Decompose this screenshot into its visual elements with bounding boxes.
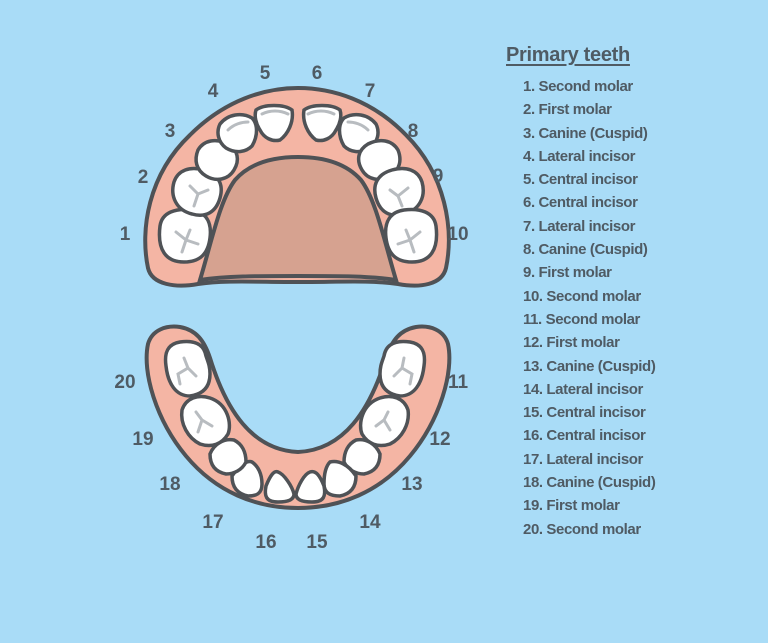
- upper-number-labels: 1 2 3 4 5 6 7 8 9 10: [120, 63, 469, 245]
- label-20: 20: [114, 372, 135, 393]
- tooth-10-groove-icon: [396, 228, 422, 254]
- tooth-15: [294, 469, 327, 504]
- label-11: 11: [448, 372, 469, 393]
- legend-item: 19. First molar: [523, 497, 620, 515]
- tooth-4-ridge-icon: [226, 120, 250, 132]
- label-18: 18: [159, 474, 180, 495]
- label-19: 19: [132, 429, 153, 450]
- legend-item: 10. Second molar: [523, 287, 641, 305]
- upper-teeth: [157, 103, 439, 264]
- legend-item: 2. First molar: [523, 101, 612, 119]
- legend-list: 1. Second molar 2. First molar 3. Canine…: [506, 75, 656, 541]
- label-8: 8: [408, 121, 419, 142]
- label-10: 10: [447, 224, 468, 245]
- legend-item: 14. Lateral incisor: [523, 380, 643, 398]
- tooth-4: [216, 112, 259, 154]
- label-4: 4: [208, 81, 219, 102]
- lower-teeth: [163, 339, 427, 504]
- legend-item: 12. First molar: [523, 334, 620, 352]
- tooth-5-ridge-icon: [260, 109, 290, 116]
- label-6: 6: [312, 63, 323, 84]
- tooth-20-groove-icon: [176, 356, 198, 386]
- legend-item: 9. First molar: [523, 264, 612, 282]
- label-9: 9: [433, 166, 444, 187]
- legend-item: 20. Second molar: [523, 520, 641, 538]
- legend-item: 6. Central incisor: [523, 194, 638, 212]
- legend-item: 11. Second molar: [523, 310, 640, 328]
- tooth-1: [157, 207, 213, 264]
- label-14: 14: [359, 512, 381, 533]
- upper-arch: 1 2 3 4 5 6 7 8 9 10: [120, 63, 469, 288]
- tooth-16: [263, 469, 296, 504]
- tooth-13: [342, 437, 382, 476]
- label-2: 2: [138, 167, 149, 188]
- tooth-11-groove-icon: [392, 356, 414, 386]
- tooth-19-groove-icon: [194, 410, 214, 434]
- legend-item: 13. Canine (Cuspid): [523, 357, 656, 375]
- label-12: 12: [429, 429, 450, 450]
- legend: Primary teeth 1. Second molar 2. First m…: [506, 44, 656, 541]
- legend-item: 4. Lateral incisor: [523, 147, 636, 165]
- lower-number-labels: 11 12 13 14 15 16 17 18 19 20: [114, 372, 468, 553]
- label-1: 1: [120, 224, 131, 245]
- legend-item: 16. Central incisor: [523, 427, 646, 445]
- tooth-9-groove-icon: [388, 186, 410, 208]
- legend-item: 8. Canine (Cuspid): [523, 241, 648, 259]
- tooth-6-ridge-icon: [306, 109, 336, 116]
- label-3: 3: [165, 121, 176, 142]
- legend-item: 5. Central incisor: [523, 171, 638, 189]
- tooth-10: [383, 207, 439, 264]
- label-15: 15: [306, 532, 328, 553]
- legend-item: 7. Lateral incisor: [523, 217, 636, 235]
- lower-arch: 11 12 13 14 15 16 17 18 19 20: [114, 324, 468, 553]
- tooth-2-groove-icon: [188, 184, 210, 208]
- legend-item: 18. Canine (Cuspid): [523, 474, 656, 492]
- legend-item: 1. Second molar: [523, 78, 633, 95]
- legend-title: Primary teeth: [506, 44, 630, 66]
- palate: [197, 154, 399, 283]
- legend-item: 3. Canine (Cuspid): [523, 124, 648, 142]
- legend-item: 17. Lateral incisor: [523, 450, 643, 468]
- tooth-1-groove-icon: [174, 228, 200, 254]
- label-7: 7: [365, 81, 376, 102]
- legend-item: 15. Central incisor: [523, 404, 646, 422]
- tooth-12-groove-icon: [374, 410, 392, 432]
- label-5: 5: [260, 63, 271, 84]
- tooth-7-ridge-icon: [346, 120, 370, 132]
- tooth-14: [322, 459, 358, 498]
- label-17: 17: [202, 512, 223, 533]
- label-16: 16: [255, 532, 276, 553]
- label-13: 13: [401, 474, 422, 495]
